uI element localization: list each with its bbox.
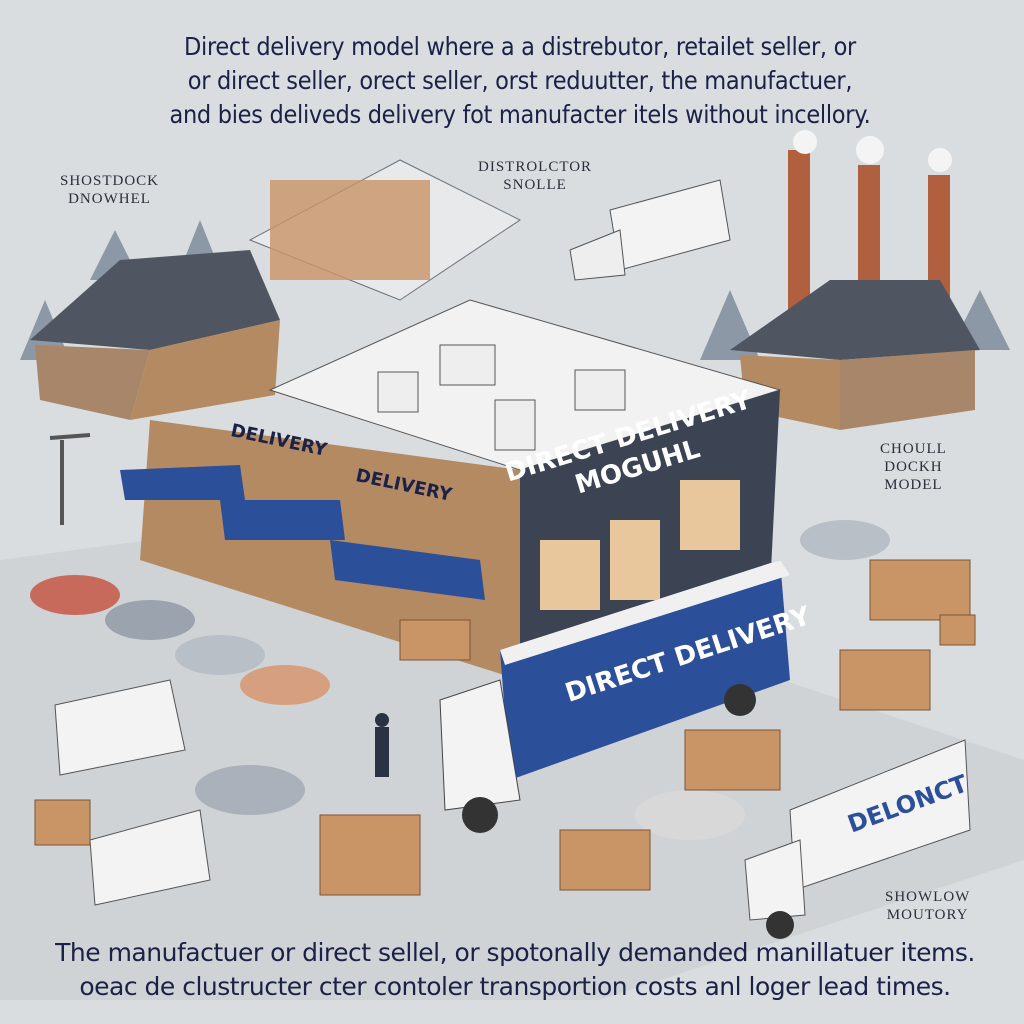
label-distributor: DISTROLCTOR SNOLLE	[478, 158, 592, 194]
label-top-left: SHOSTDOCK DNOWHEL	[60, 172, 159, 208]
label-right-model: CHOULL DOCKH MODEL	[880, 440, 947, 494]
footer-line-1: The manufactuer or direct sellel, or spo…	[55, 938, 975, 967]
headline-line-3: and bies deliveds delivery fot manufacte…	[169, 100, 871, 129]
label-line: DISTROLCTOR	[478, 159, 593, 175]
vans-left	[54, 679, 211, 906]
headline: Direct delivery model where a a distrebu…	[60, 30, 980, 132]
label-line: SHOSTDOCK	[60, 173, 160, 189]
label-bottom-right: SHOWLOW MOUTORY	[885, 888, 970, 924]
distributor-shelves	[248, 159, 521, 301]
label-line: CHOULL	[880, 441, 947, 457]
footer-line-2: oeac de clustructer cter contoler transp…	[79, 972, 951, 1001]
headline-line-1: Direct delivery model where a a distrebu…	[184, 32, 856, 61]
label-line: DOCKH	[884, 459, 943, 475]
cardboard-boxes	[34, 559, 976, 896]
main-truck	[439, 560, 790, 833]
factory-building-right	[730, 280, 980, 430]
headline-line-2: or direct seller, orect seller, orst red…	[187, 66, 853, 95]
truck-right	[744, 739, 971, 939]
label-line: SHOWLOW	[885, 889, 971, 905]
label-line: MODEL	[884, 477, 943, 493]
person	[375, 713, 389, 777]
van-top	[569, 179, 731, 281]
footer-caption: The manufactuer or direct sellel, or spo…	[40, 936, 990, 1004]
label-line: SNOLLE	[503, 177, 567, 193]
label-line: DNOWHEL	[68, 191, 151, 207]
main-store	[120, 299, 782, 680]
streetlight	[49, 433, 91, 525]
warehouse-left	[30, 250, 280, 420]
cars	[30, 520, 890, 840]
label-line: MOUTORY	[886, 907, 969, 923]
